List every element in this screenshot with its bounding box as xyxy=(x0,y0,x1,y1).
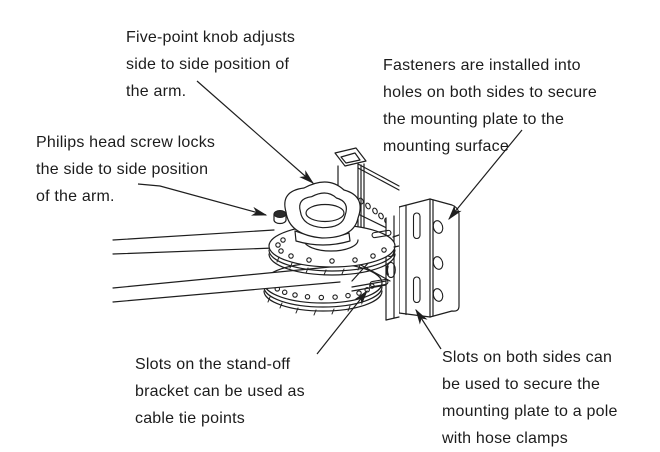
cable-tie-slot xyxy=(369,278,389,288)
note-line: Slots on both sides can xyxy=(442,349,613,366)
lower-arm-tube xyxy=(112,265,341,303)
note-philips-screw: Philips head screw locks the side to sid… xyxy=(36,129,215,210)
note-line: side to side position of xyxy=(126,56,290,73)
lower-flange-rim-hatching xyxy=(267,296,351,316)
five-point-knob xyxy=(284,181,361,246)
note-line: holes on both sides to secure xyxy=(383,84,597,101)
top-flange-rim-hatching xyxy=(276,256,361,276)
note-pole-slots: Slots on both sides can be used to secur… xyxy=(442,344,618,452)
mounting-plate-holes xyxy=(432,220,444,302)
note-five-point-knob: Five-point knob adjusts side to side pos… xyxy=(126,24,295,105)
note-line: Five-point knob adjusts xyxy=(126,29,296,46)
leader-pole-slots xyxy=(415,308,442,350)
leader-arrows xyxy=(137,80,523,355)
note-fasteners: Fasteners are installed into holes on bo… xyxy=(383,52,597,160)
note-line: bracket can be used as xyxy=(135,383,305,400)
note-line: Fasteners are installed into xyxy=(383,57,581,74)
note-line: Philips head screw locks xyxy=(36,134,216,151)
note-line: of the arm. xyxy=(36,188,115,205)
note-line: mounting plate to a pole xyxy=(442,403,618,420)
note-line: be used to secure the xyxy=(442,376,601,393)
leader-five-point-knob xyxy=(196,80,314,184)
top-flange-holes xyxy=(275,237,387,264)
mounting-plate-slots xyxy=(412,212,421,304)
leader-standoff-slots xyxy=(316,289,368,355)
upper-arm-tube xyxy=(112,229,275,255)
leader-philips-screw xyxy=(137,183,268,216)
note-line: mounting surface xyxy=(383,138,509,155)
note-line: the side to side position xyxy=(36,161,209,178)
note-line: the arm. xyxy=(126,83,187,100)
note-line: cable tie points xyxy=(135,410,245,427)
mounting-plate xyxy=(398,198,460,318)
leader-fasteners xyxy=(448,129,523,221)
note-line: the mounting plate to the xyxy=(383,111,565,128)
philips-head-screw xyxy=(273,210,287,225)
note-line: with hose clamps xyxy=(442,430,568,447)
note-standoff-slots: Slots on the stand-off bracket can be us… xyxy=(135,351,305,432)
note-line: Slots on the stand-off xyxy=(135,356,291,373)
